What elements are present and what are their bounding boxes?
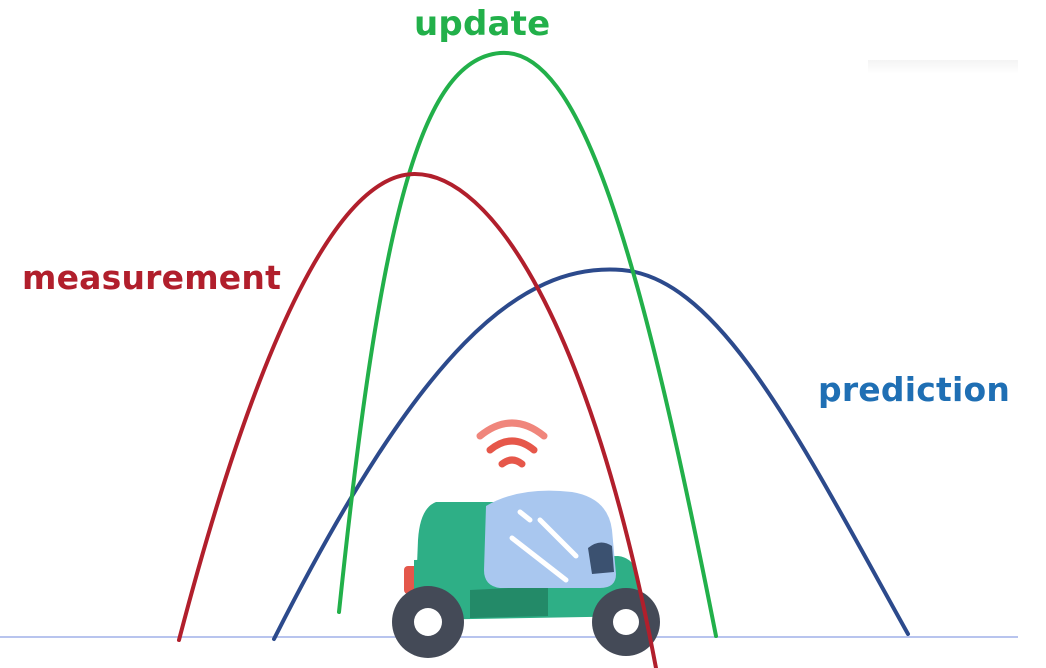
prediction-label: prediction bbox=[818, 370, 1011, 409]
measurement-curve bbox=[177, 171, 658, 668]
measurement-label: measurement bbox=[22, 258, 282, 297]
right-edge-strip bbox=[1018, 0, 1046, 668]
wifi-signal-icon bbox=[476, 419, 548, 468]
autonomous-car-icon bbox=[392, 490, 660, 658]
corner-panel bbox=[868, 60, 1018, 74]
update-curve bbox=[337, 50, 718, 638]
prediction-curve bbox=[272, 267, 910, 641]
update-label: update bbox=[414, 4, 551, 44]
